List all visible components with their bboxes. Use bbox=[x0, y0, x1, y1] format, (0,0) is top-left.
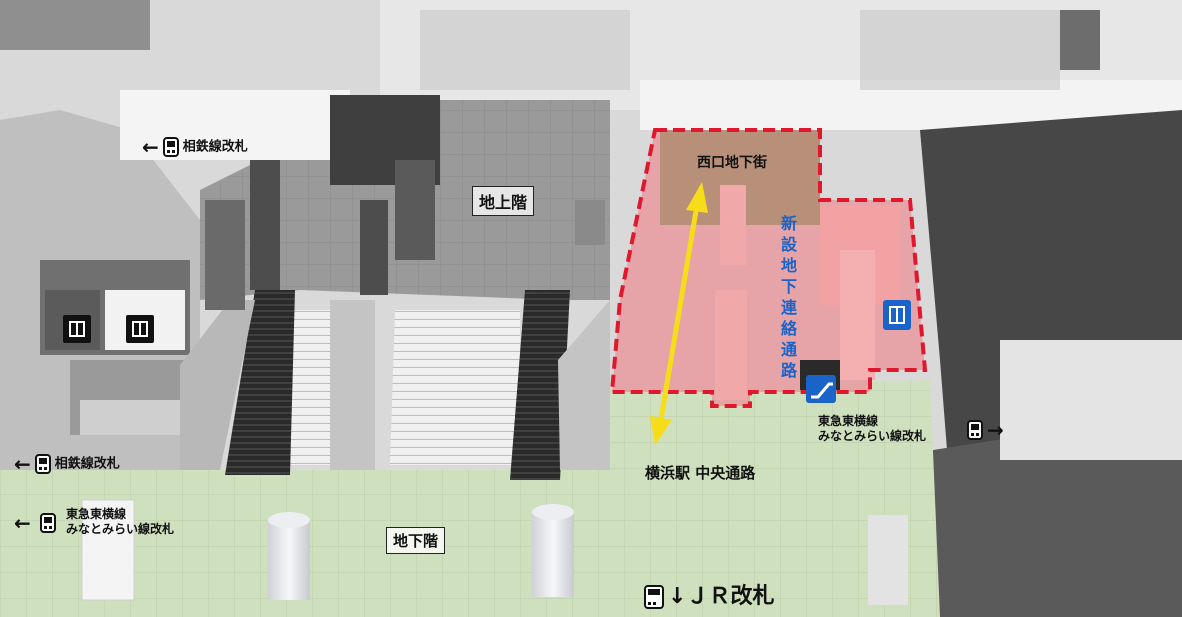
train-icon bbox=[34, 454, 51, 474]
minatomirai-gate-label: みなとみらい線改札 bbox=[66, 522, 175, 536]
train-icon bbox=[40, 513, 56, 533]
arrow-down-icon: ↓ bbox=[668, 584, 687, 609]
train-icon bbox=[162, 137, 179, 157]
jr-gate-label: ＪＲ改札 bbox=[686, 584, 775, 609]
arrow-left-icon: ← bbox=[14, 511, 31, 535]
pillar bbox=[532, 504, 574, 597]
minatomirai-gate-label: みなとみらい線改札 bbox=[818, 429, 927, 443]
tokyu-line-label: 東急東横線 bbox=[66, 507, 127, 521]
jr-gate-sign: ↓ＪＲ改札 bbox=[640, 578, 774, 610]
pillar bbox=[268, 512, 310, 600]
ground-floor-label: 地上階 bbox=[472, 186, 535, 216]
train-icon bbox=[967, 420, 983, 440]
tokyu-gate-sign-right-icons: → bbox=[963, 418, 1004, 442]
arrow-right-icon: → bbox=[987, 418, 1004, 442]
arrow-left-icon: ← bbox=[142, 135, 159, 159]
sotetsu-gate-sign-upper: ← 相鉄線改札 bbox=[142, 135, 248, 159]
basement-floor bbox=[0, 380, 940, 617]
tokyu-gate-sign-right: 東急東横線 みなとみらい線改札 bbox=[818, 414, 926, 444]
central-passage-label: 横浜駅 中央通路 bbox=[645, 464, 756, 482]
train-icon bbox=[644, 585, 664, 609]
sotetsu-gate-label: 相鉄線改札 bbox=[182, 139, 248, 155]
basement-floor-label: 地下階 bbox=[386, 527, 446, 554]
sotetsu-gate-sign-lower: ← 相鉄線改札 bbox=[14, 452, 120, 476]
elevator-icon bbox=[126, 315, 154, 343]
sotetsu-gate-label: 相鉄線改札 bbox=[54, 456, 120, 472]
double-arrow-route bbox=[650, 182, 708, 445]
new-passage-label: 新設地下連絡通路 bbox=[780, 214, 797, 380]
tokyu-line-label: 東急東横線 bbox=[818, 414, 879, 428]
escalator-icon bbox=[806, 375, 836, 403]
elevator-icon bbox=[63, 315, 91, 343]
elevator-icon bbox=[883, 300, 911, 330]
west-exit-underground-mall-label: 西口地下街 bbox=[697, 155, 767, 171]
escalator-right bbox=[510, 290, 570, 480]
escalator-left bbox=[225, 290, 295, 475]
arrow-left-icon: ← bbox=[14, 452, 31, 476]
